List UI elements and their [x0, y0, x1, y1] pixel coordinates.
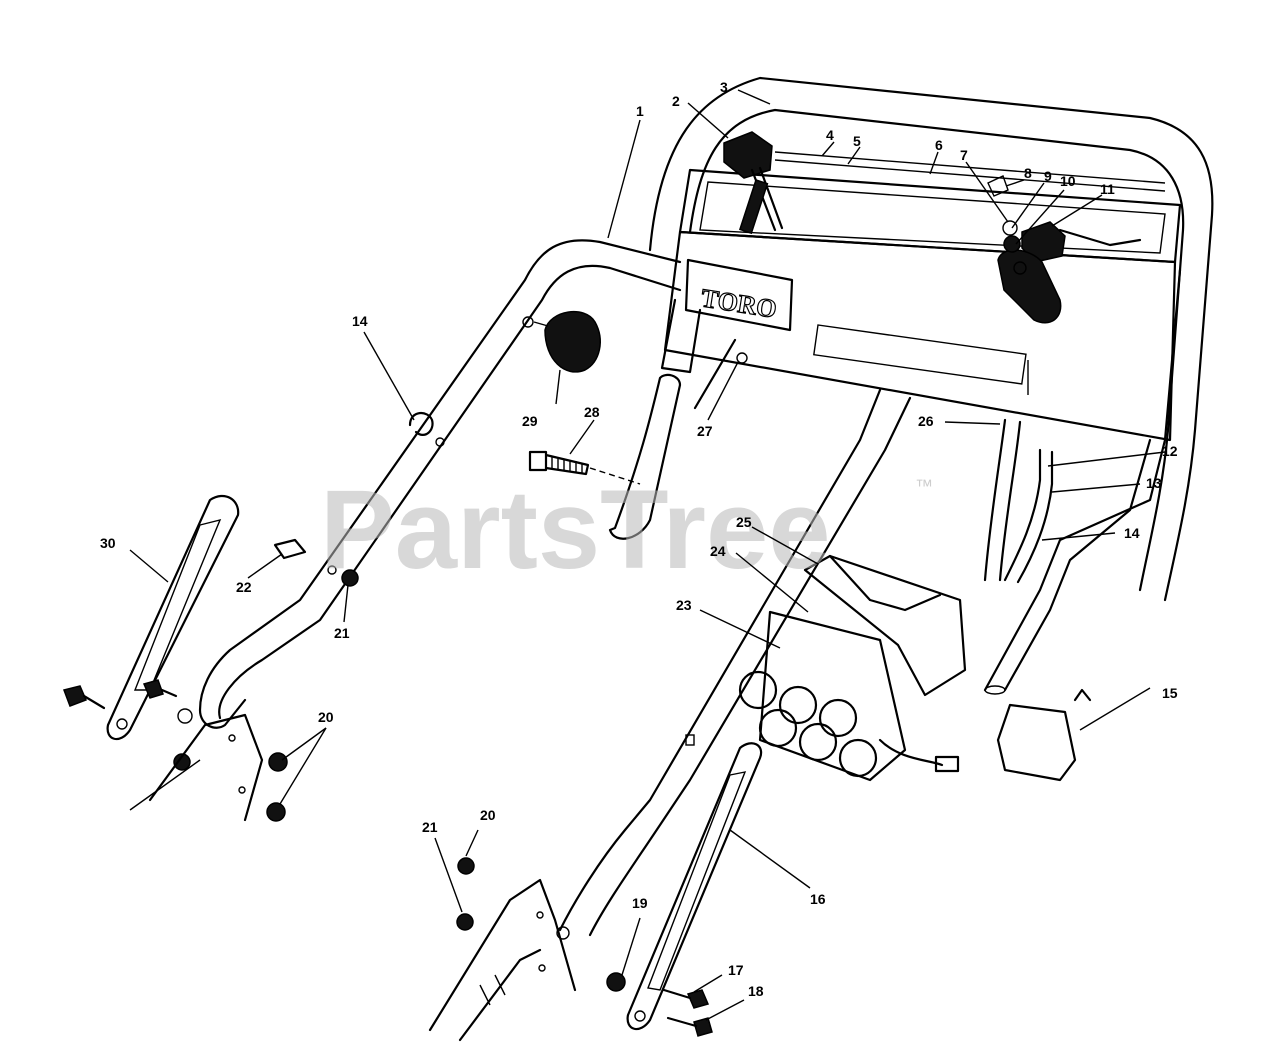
- upper-handle-right-leg: [983, 268, 1182, 695]
- battery-charger: [996, 688, 1092, 782]
- callout-6: 6: [935, 137, 943, 153]
- lower-handle-right: [556, 388, 912, 940]
- handle-knob: [522, 311, 601, 373]
- callout-8: 8: [1024, 165, 1032, 181]
- locknuts-20-left: [266, 752, 288, 822]
- callout-23: 23: [676, 597, 692, 613]
- callout-7: 7: [960, 147, 968, 163]
- throttle-knob: [723, 131, 784, 235]
- leader-lines: [129, 89, 1166, 1021]
- carriage-bolt: [528, 450, 641, 485]
- callout-16: 16: [810, 891, 826, 907]
- callout-20-right: 20: [480, 807, 496, 823]
- callout-30: 30: [100, 535, 116, 551]
- callout-28: 28: [584, 404, 600, 420]
- callout-12: 12: [1162, 443, 1178, 459]
- callout-20-left: 20: [318, 709, 334, 725]
- trademark-symbol: ™: [915, 476, 933, 496]
- control-cable-upper: [693, 338, 748, 410]
- callout-10: 10: [1060, 173, 1076, 189]
- callout-3: 3: [720, 79, 728, 95]
- clevis-pin: [273, 538, 307, 560]
- callout-4: 4: [826, 127, 834, 143]
- ignition-switch-assembly: [987, 175, 1142, 324]
- callout-14-left: 14: [352, 313, 368, 329]
- left-bolts: [63, 679, 191, 771]
- callout-18: 18: [748, 983, 764, 999]
- callout-24: 24: [710, 543, 726, 559]
- handle-brace-right: [626, 742, 763, 1031]
- callout-11: 11: [1100, 181, 1115, 197]
- handle-brace-left: [106, 494, 240, 741]
- right-hardware: [456, 857, 713, 1037]
- callout-25: 25: [736, 514, 752, 530]
- cable-springs: [983, 418, 1054, 584]
- callout-17: 17: [728, 962, 744, 978]
- callout-1: 1: [636, 103, 644, 119]
- callout-19: 19: [632, 895, 648, 911]
- callout-29: 29: [522, 413, 538, 429]
- callout-21-right: 21: [422, 819, 438, 835]
- deck-bracket-right: [428, 878, 577, 1042]
- deck-bracket-left: [129, 713, 264, 822]
- toro-brand-label: TORO: [699, 283, 779, 324]
- locknut-left: [327, 565, 359, 587]
- callout-22: 22: [236, 579, 252, 595]
- callout-15: 15: [1162, 685, 1178, 701]
- callout-5: 5: [853, 133, 861, 149]
- handle-insert-tubes: [608, 298, 702, 540]
- callout-26: 26: [918, 413, 934, 429]
- cable-tie-left: [408, 412, 434, 436]
- callout-21-left: 21: [334, 625, 350, 641]
- callout-9: 9: [1044, 168, 1052, 184]
- callout-27: 27: [697, 423, 713, 439]
- battery-box: [803, 554, 967, 697]
- callout-13: 13: [1146, 475, 1162, 491]
- callout-14-right: 14: [1124, 525, 1140, 541]
- callout-numbers: 1 2 3 4 5 6 7 8 9 10 11 12 13 14 14 15 1…: [100, 79, 1178, 999]
- partstree-watermark: PartsTree: [320, 467, 831, 592]
- upper-handle: [648, 76, 1214, 602]
- callout-2: 2: [672, 93, 680, 109]
- battery-pack: [738, 610, 960, 782]
